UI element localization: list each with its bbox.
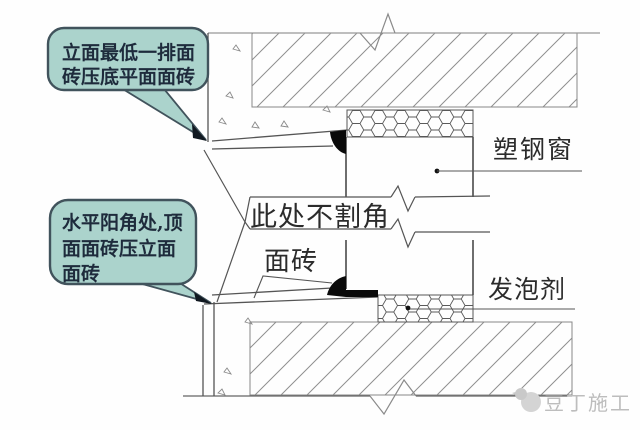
tile-label-leader [253, 275, 333, 299]
lower-wall-break-symbol [369, 378, 417, 416]
callout-top-bubble [46, 26, 210, 92]
foam-label: 发泡剂 [488, 275, 566, 304]
sill-tile-line-upper [211, 287, 333, 296]
upper-wall-section [207, 12, 600, 150]
callout-top-line-1: 立面最低一排面 [62, 41, 195, 64]
callout-top-tail-tip [192, 124, 207, 141]
upper-soffit-tile-line-inner [211, 145, 334, 150]
upper-wall-break-symbol [359, 12, 396, 52]
foam-leader-dot [405, 305, 411, 311]
upper-plaster-specks [218, 44, 331, 129]
watermark-chick-logo-icon [512, 388, 541, 412]
window-label: 塑钢窗 [493, 135, 574, 164]
callout-bottom-line-1: 水平阳角处,顶 [62, 211, 183, 234]
lower-plaster-specks [217, 317, 254, 396]
sealant-bead-top [330, 130, 346, 154]
upper-soffit-tile-line-outer [211, 129, 348, 142]
lower-wall-section [183, 287, 573, 416]
callout-bottom-line-3: 面砖 [62, 262, 100, 285]
no-cut-leader-lines [203, 149, 251, 303]
sill-tile-line-lower [203, 296, 379, 305]
callout-top: 立面最低一排面 砖压底平面面砖 [46, 26, 210, 141]
sealant-bead-bottom [327, 276, 346, 297]
callout-bottom-bubble [48, 198, 198, 286]
watermark: 豆丁施工 [512, 388, 632, 415]
no-cut-label: 此处不割角 [250, 202, 390, 233]
upper-wall-hatched-block [251, 32, 578, 108]
lower-wall-hatched-block [249, 321, 573, 396]
foam-label-group: 发泡剂 [405, 275, 575, 311]
sealant-bar-bottom [346, 290, 378, 297]
callout-bottom: 水平阳角处,顶 面面砖压立面 面砖 [48, 198, 212, 304]
frame-break-lines [250, 184, 491, 249]
window-label-group: 塑钢窗 [434, 135, 582, 174]
watermark-text: 豆丁施工 [544, 391, 632, 415]
tile-label: 面砖 [264, 247, 318, 277]
callout-top-line-2: 砖压底平面面砖 [62, 65, 195, 88]
foam-strip-top [346, 109, 474, 138]
callout-bottom-line-2: 面面砖压立面 [62, 237, 176, 260]
callout-bottom-tail-tip [194, 292, 212, 304]
